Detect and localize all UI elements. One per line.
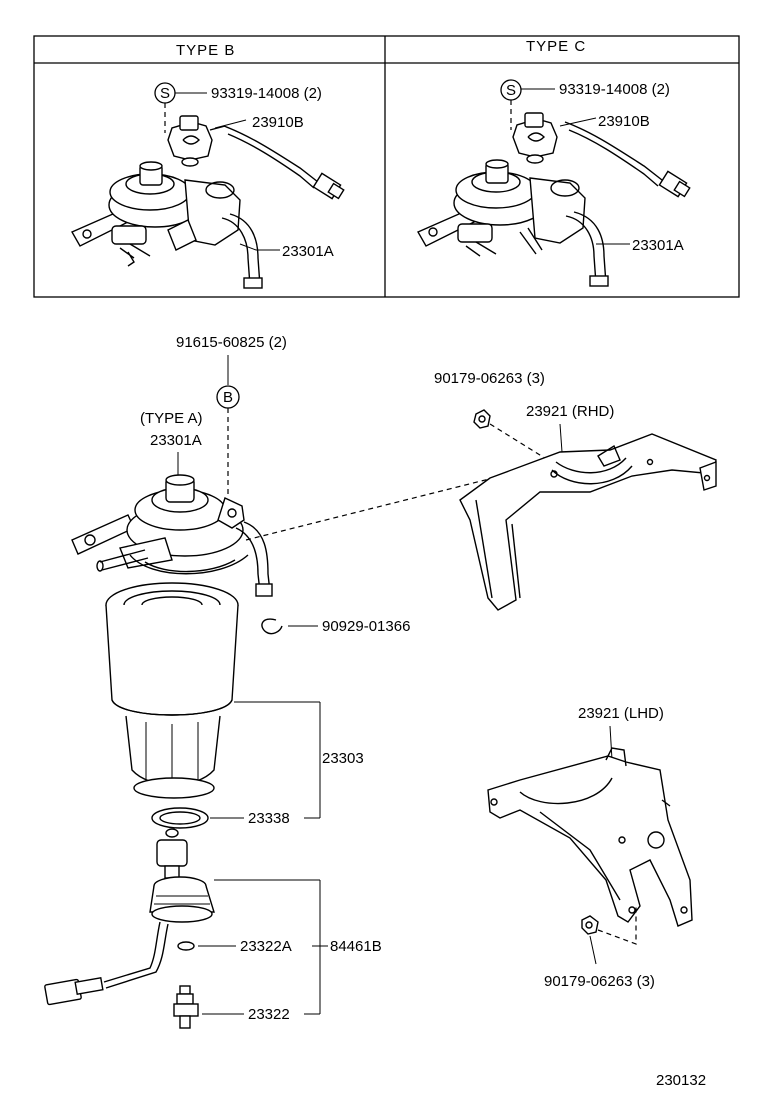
oring-label: 23338: [248, 810, 290, 827]
inset-box: [33, 35, 740, 298]
bolt-label: 91615-60825 (2): [176, 334, 287, 351]
level-sensor: [512, 112, 558, 164]
type-c-screw-label: 93319-14008 (2): [559, 81, 670, 98]
type-b-screw-symbol: S: [160, 85, 170, 102]
wire-harness: [223, 125, 345, 200]
type-c-sensor-label: 23910B: [598, 113, 650, 130]
sensor-label: 23322: [248, 1006, 290, 1023]
wire-harness: [564, 121, 691, 198]
type-c-screw-symbol: S: [506, 82, 516, 99]
diagram-number: 230132: [656, 1072, 706, 1089]
type-b-housing-label: 23301A: [282, 243, 334, 260]
filter-housing: [417, 159, 609, 287]
type-c-header: TYPE C: [526, 38, 586, 55]
housing-label-a: 23301A: [150, 432, 202, 449]
clip-label: 90929-01366: [322, 618, 410, 635]
bolt-callout: [216, 355, 240, 498]
type-b-header: TYPE B: [176, 42, 235, 59]
filter-housing: [71, 161, 263, 289]
type-b-screw-label: 93319-14008 (2): [211, 85, 322, 102]
nut-rhd-label: 90179-06263 (3): [434, 370, 545, 387]
type-c-housing-label: 23301A: [632, 237, 684, 254]
bracket-lhd-label: 23921 (LHD): [578, 705, 664, 722]
bracket-rhd: [459, 433, 717, 611]
switch-callout-bracket: [214, 879, 321, 1015]
level-sensor: [167, 115, 226, 167]
filter-callout-bracket: [210, 701, 321, 819]
filter-label: 23303: [322, 750, 364, 767]
bracket-lhd: [487, 747, 693, 927]
type-c-assembly: [417, 79, 691, 287]
small-o-ring: [177, 941, 236, 951]
type-a-label: (TYPE A): [140, 410, 203, 427]
warning-switch: [44, 828, 215, 1006]
fuel-filter: [105, 582, 239, 799]
o-ring: [151, 807, 209, 829]
switch-label-b: 84461B: [330, 938, 382, 955]
switch-label-a: 23322A: [240, 938, 292, 955]
nut-lhd: [581, 915, 599, 935]
bracket-rhd-label: 23921 (RHD): [526, 403, 614, 420]
type-b-sensor-label: 23910B: [252, 114, 304, 131]
nut-lhd-label: 90179-06263 (3): [544, 973, 655, 990]
nut-rhd: [473, 409, 491, 429]
clip: [261, 618, 318, 635]
sensor: [173, 985, 244, 1029]
filter-housing-type-a: [71, 474, 273, 597]
type-b-assembly: [71, 82, 345, 289]
bolt-symbol: B: [223, 389, 233, 406]
